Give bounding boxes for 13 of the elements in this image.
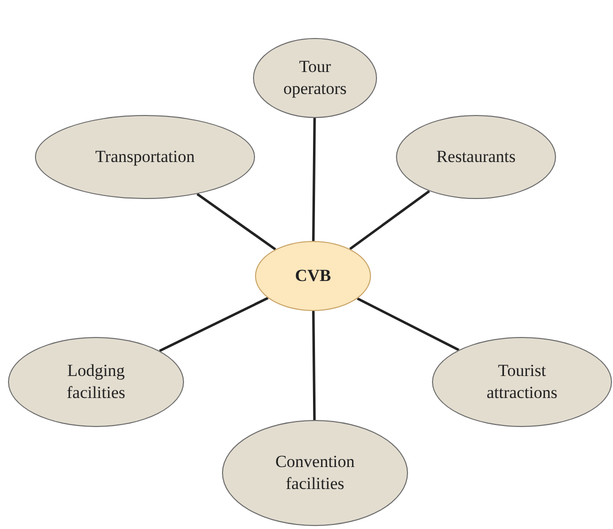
node-label: Tour operators bbox=[282, 56, 348, 100]
connector-line bbox=[349, 190, 430, 250]
connector-line bbox=[356, 297, 460, 352]
node-label: CVB bbox=[295, 264, 331, 287]
node-label: Transportation bbox=[95, 146, 195, 168]
node-label: Lodging facilities bbox=[66, 360, 126, 404]
connector-line bbox=[196, 192, 276, 250]
connector-line bbox=[159, 296, 268, 352]
connector-line bbox=[312, 118, 316, 242]
node-label: Tourist attractions bbox=[486, 360, 558, 404]
node-label: Restaurants bbox=[436, 146, 516, 168]
node-label: Convention facilities bbox=[274, 450, 356, 495]
connector-line bbox=[312, 310, 316, 420]
